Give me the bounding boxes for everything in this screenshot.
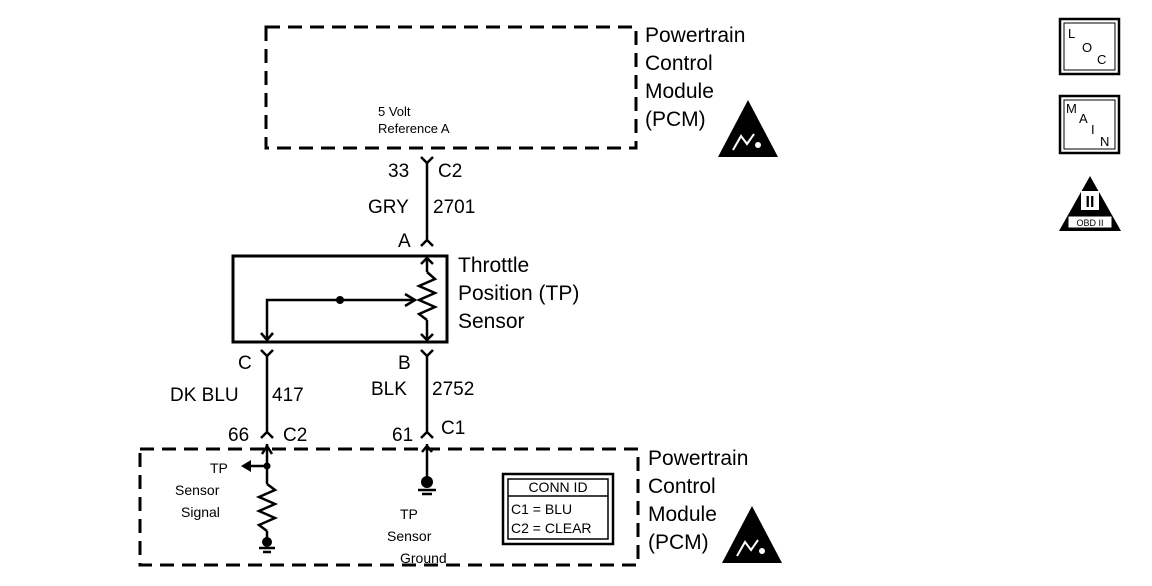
signal-label-1: TP [210, 460, 228, 476]
wire-ground-connector: C1 [441, 418, 465, 439]
tp-sensor-title-3: Sensor [458, 310, 525, 333]
connector-c2-bottom-icon [260, 430, 274, 439]
main-letter-2: A [1079, 111, 1088, 126]
connector-c1-icon [420, 430, 434, 439]
pot-wiper-line [265, 298, 414, 340]
pcm-upper-title-2: Control [645, 52, 713, 75]
wire-ref-color: GRY [368, 197, 409, 218]
connector-c2-top-icon [420, 156, 434, 165]
pot-arrow-bottom-icon [420, 333, 434, 342]
terminal-b-icon [420, 349, 434, 358]
signal-label-2: Sensor [175, 482, 220, 498]
tp-sensor-box [231, 254, 449, 344]
pcm-lower-title-3: Module [648, 503, 717, 526]
wire-signal-color: DK BLU [170, 385, 239, 406]
obd-label: OBD II [1076, 218, 1103, 228]
signal-up-arrow-icon [260, 443, 274, 455]
conn-id-row-2: C2 = CLEAR [511, 520, 592, 536]
wire-ref-pin: 33 [388, 161, 409, 182]
ground-label-3: Ground [400, 550, 447, 566]
tp-sensor-title-2: Position (TP) [458, 282, 579, 305]
pot-arrow-top-icon [420, 256, 434, 265]
pcm-upper-title-4: (PCM) [645, 108, 706, 131]
pcm-lower-title-4: (PCM) [648, 531, 709, 554]
loc-letter-3: C [1097, 52, 1106, 67]
main-letter-3: I [1091, 122, 1095, 137]
loc-letter-1: L [1068, 26, 1075, 41]
ground-label-2: Sensor [387, 528, 432, 544]
tp-sensor-title-1: Throttle [458, 254, 529, 277]
wire-signal-connector: C2 [283, 425, 307, 446]
wire-signal-circuit: 417 [272, 385, 304, 406]
pcm-upper-title-1: Powertrain [645, 24, 745, 47]
main-icon: M A I N [1058, 94, 1121, 155]
conn-id-header: CONN ID [528, 479, 587, 495]
wire-ground-terminal: B [398, 353, 411, 374]
wiper-junction-dot [336, 296, 344, 304]
wiper-down-arrow-icon [260, 332, 274, 342]
pcm-ref-line-1: 5 Volt [378, 104, 411, 119]
pcm-ref-line-2: Reference A [378, 121, 450, 136]
wire-ground-pin: 61 [392, 425, 413, 446]
main-letter-1: M [1066, 101, 1077, 116]
ground-dot-icon-2 [421, 476, 433, 488]
pull-resistor-icon [255, 483, 279, 532]
pcm-lower-box [138, 447, 640, 567]
esd-warning-icon [722, 506, 782, 563]
wire-ref-terminal: A [398, 231, 411, 252]
ground-up-arrow-icon [421, 444, 433, 453]
pcm-lower-title-1: Powertrain [648, 447, 748, 470]
conn-id-row-1: C1 = BLU [511, 501, 572, 517]
signal-label-3: Signal [181, 504, 220, 520]
esd-warning-icon [718, 100, 778, 157]
pcm-lower-title-2: Control [648, 475, 716, 498]
pcm-upper-title-3: Module [645, 80, 714, 103]
terminal-c-icon [260, 349, 274, 358]
main-letter-4: N [1100, 134, 1109, 149]
ground-dot-icon [262, 537, 272, 547]
wire-ground-circuit: 2752 [432, 379, 474, 400]
wire-ref-circuit: 2701 [433, 197, 475, 218]
signal-arrow-icon [241, 460, 251, 472]
conn-id-table: CONN ID C1 = BLU C2 = CLEAR [501, 472, 615, 546]
wire-signal-terminal: C [238, 353, 252, 374]
loc-letter-2: O [1082, 40, 1092, 55]
pot-resistor-icon [415, 271, 439, 321]
loc-icon: L O C [1058, 17, 1121, 76]
terminal-a-icon [420, 238, 434, 247]
pot-wiper-arrow-icon [404, 292, 418, 308]
obd-ii-icon: II OBD II [1059, 176, 1121, 231]
ground-label-1: TP [400, 506, 418, 522]
obd-numeral: II [1086, 194, 1095, 211]
signal-junction-dot [263, 462, 271, 470]
wire-ground-color: BLK [371, 379, 407, 400]
wire-signal-pin: 66 [228, 425, 249, 446]
wire-ref-connector: C2 [438, 161, 462, 182]
pcm-upper-box [264, 25, 638, 150]
